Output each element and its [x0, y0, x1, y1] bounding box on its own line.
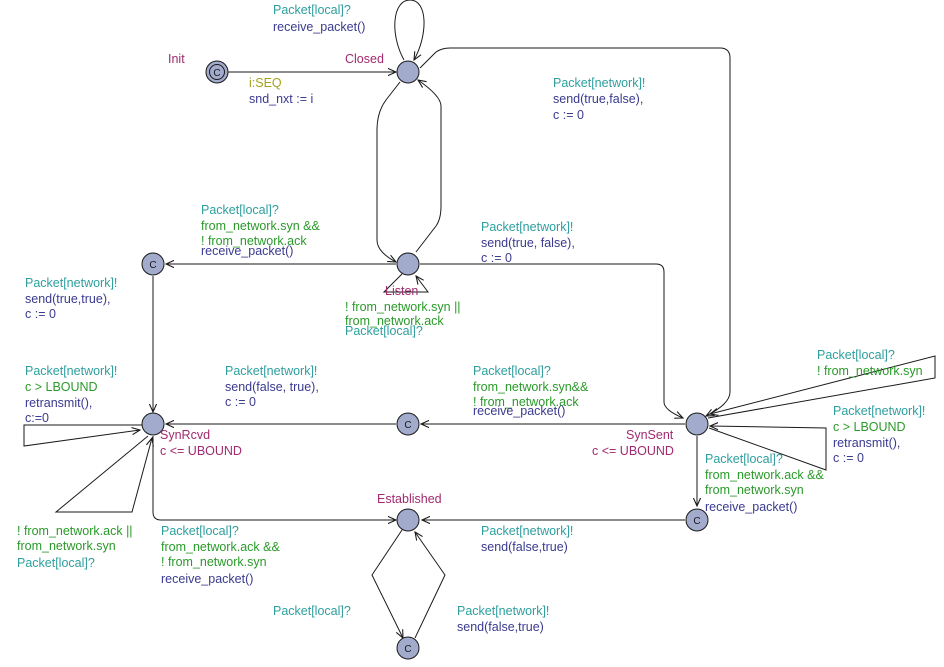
c1-synrcvd-update1: send(true,true), — [25, 292, 110, 306]
synrcvd-est-guard2: ! from_network.syn — [161, 555, 267, 569]
synrcvd-invariant: c <= UBOUND — [160, 444, 242, 458]
established-name: Established — [377, 492, 442, 506]
edge-closed-synsent — [419, 47, 731, 416]
closed-synsent-update2: c := 0 — [553, 108, 584, 122]
location-c1: C — [141, 252, 165, 276]
svg-text:C: C — [149, 260, 156, 271]
edge-c4-established — [415, 532, 446, 639]
listen-name: Listen — [385, 284, 418, 298]
synrcvd-retx-guard: c > LBOUND — [25, 380, 98, 394]
synsent-retx-update2: c := 0 — [833, 451, 864, 465]
c3-est-update: send(false,true) — [481, 540, 568, 554]
synrcvd-retx-update2: c:=0 — [25, 411, 49, 425]
synrcvd-retx-sync: Packet[network]! — [25, 364, 117, 378]
synrcvd-est-sync: Packet[local]? — [161, 524, 239, 538]
synsent-local-sync: Packet[local]? — [817, 348, 895, 362]
location-init: C — [205, 60, 229, 84]
listen-self-guard2: from_network.ack — [345, 314, 444, 328]
closed-synsent-update1: send(true,false), — [553, 92, 643, 106]
init-closed-select: i:SEQ — [249, 76, 282, 90]
c3-est-sync: Packet[network]! — [481, 524, 573, 538]
est-c4-sync: Packet[local]? — [273, 604, 351, 618]
synsent-c2-sync: Packet[local]? — [473, 364, 551, 378]
init-name: Init — [168, 52, 185, 66]
synsent-local-guard: ! from_network.syn — [817, 364, 923, 378]
synsent-c3-sync: Packet[local]? — [705, 452, 783, 466]
synsent-c3-guard1: from_network.ack && — [705, 468, 824, 482]
synrcvd-est-guard1: from_network.ack && — [161, 540, 280, 554]
listen-synsent-update2: c := 0 — [481, 251, 512, 265]
listen-synsent-sync: Packet[network]! — [481, 220, 573, 234]
listen-c1-guard2: ! from_network.ack — [201, 234, 307, 248]
edge-listen-self — [382, 273, 429, 293]
edge-synsent-self-local — [707, 355, 936, 419]
svg-text:C: C — [404, 644, 411, 655]
synsent-c2-guard2: ! from_network.ack — [473, 395, 579, 409]
c4-est-sync: Packet[network]! — [457, 604, 549, 618]
location-synsent — [685, 412, 709, 436]
synsent-retx-sync: Packet[network]! — [833, 404, 925, 418]
synsent-c3-guard2: from_network.syn — [705, 483, 804, 497]
synrcvd-retx-update1: retransmit(), — [25, 396, 92, 410]
synsent-name: SynSent — [626, 428, 674, 442]
c2-synrcvd-update1: send(false, true), — [225, 380, 319, 394]
location-established — [396, 508, 420, 532]
listen-synsent-update1: send(true, false), — [481, 236, 575, 250]
edge-synsent-self-retx — [708, 426, 827, 471]
listen-c1-guard1: from_network.syn && — [201, 219, 320, 233]
location-synrcvd — [141, 412, 165, 436]
listen-self-sync: Packet[local]? — [345, 324, 423, 338]
edge-synrcvd-self-loop — [54, 435, 152, 513]
synsent-retx-update1: retransmit(), — [833, 436, 900, 450]
listen-c1-sync: Packet[local]? — [201, 203, 279, 217]
init-closed-update: snd_nxt := i — [249, 92, 313, 106]
c2-synrcvd-sync: Packet[network]! — [225, 364, 317, 378]
synsent-c3-update: receive_packet() — [705, 500, 797, 514]
c2-synrcvd-update2: c := 0 — [225, 395, 256, 409]
synrcvd-loop-guard2: from_network.syn — [17, 539, 116, 553]
edge-listen-synsent — [420, 263, 683, 418]
synrcvd-loop-sync: Packet[local]? — [17, 556, 95, 570]
synrcvd-name: SynRcvd — [160, 428, 210, 442]
closed-synsent-sync: Packet[network]! — [553, 76, 645, 90]
location-c3: C — [685, 508, 709, 532]
closed-self-update: receive_packet() — [273, 20, 365, 34]
init-committed-mark: C — [213, 68, 220, 79]
synsent-c2-update: receive_packet() — [473, 404, 565, 418]
edge-closed-listen — [376, 81, 401, 262]
synrcvd-est-update: receive_packet() — [161, 572, 253, 586]
edge-established-c4 — [371, 529, 403, 638]
synrcvd-loop-guard1: ! from_network.ack || — [17, 524, 133, 538]
location-c4: C — [396, 636, 420, 660]
c4-est-update: send(false,true) — [457, 620, 544, 634]
edge-synrcvd-self-retx — [23, 424, 142, 447]
edge-listen-closed — [415, 80, 442, 253]
closed-name: Closed — [345, 52, 384, 66]
svg-text:C: C — [693, 516, 700, 527]
listen-self-guard1: ! from_network.syn || — [345, 300, 461, 314]
c1-synrcvd-sync: Packet[network]! — [25, 276, 117, 290]
listen-c1-update: receive_packet() — [201, 244, 293, 258]
closed-self-sync: Packet[local]? — [273, 3, 351, 17]
synsent-c2-guard1: from_network.syn&& — [473, 380, 589, 394]
location-listen — [396, 252, 420, 276]
edge-closed-self — [394, 0, 425, 60]
location-closed — [396, 60, 420, 84]
synsent-invariant: c <= UBOUND — [592, 444, 674, 458]
svg-text:C: C — [404, 420, 411, 431]
synsent-retx-guard: c > LBOUND — [833, 420, 906, 434]
edge-synrcvd-established — [152, 436, 396, 520]
location-c2: C — [396, 412, 420, 436]
c1-synrcvd-update2: c := 0 — [25, 307, 56, 321]
